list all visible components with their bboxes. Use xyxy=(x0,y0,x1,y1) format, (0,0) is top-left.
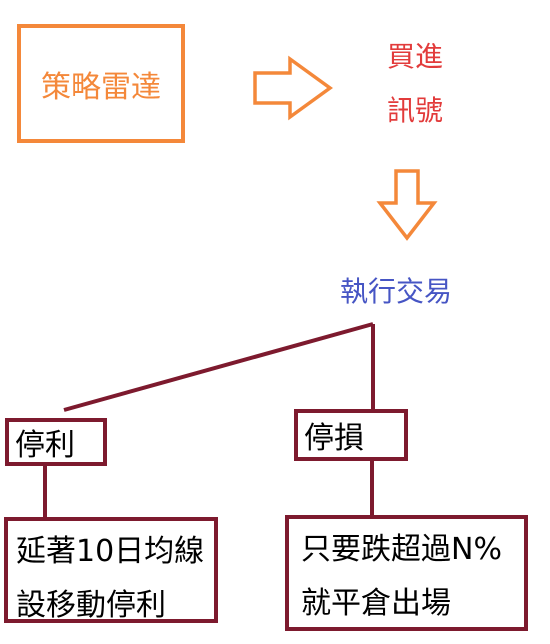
stop-loss-label: 停損 xyxy=(304,421,364,456)
buy-signal-line2: 訊號 xyxy=(386,94,443,127)
strategy-radar-box: 策略雷達 xyxy=(17,24,185,143)
take-profit-box: 停利 xyxy=(5,418,107,466)
execute-trade-label: 執行交易 xyxy=(340,275,453,308)
take-profit-rule-line1: 延著10日均線 xyxy=(16,534,205,569)
take-profit-rule-line2: 設移動停利 xyxy=(16,588,166,623)
down-arrow-icon xyxy=(376,169,438,241)
stop-loss-rule-line2: 就平倉出場 xyxy=(301,586,451,621)
stop-loss-rule-line1: 只要跌超過N% xyxy=(301,532,502,567)
buy-signal-line1: 買進 xyxy=(386,40,443,73)
stop-loss-rule-box: 只要跌超過N% 就平倉出場 xyxy=(285,515,528,631)
buy-signal-label: 買進 訊號 xyxy=(375,30,455,138)
take-profit-label: 停利 xyxy=(15,428,75,463)
strategy-radar-label: 策略雷達 xyxy=(41,69,161,105)
connector-to-take-profit xyxy=(63,322,374,412)
take-profit-rule-box: 延著10日均線 設移動停利 xyxy=(4,517,218,623)
right-arrow-icon xyxy=(253,55,333,121)
stop-loss-box: 停損 xyxy=(294,409,408,461)
